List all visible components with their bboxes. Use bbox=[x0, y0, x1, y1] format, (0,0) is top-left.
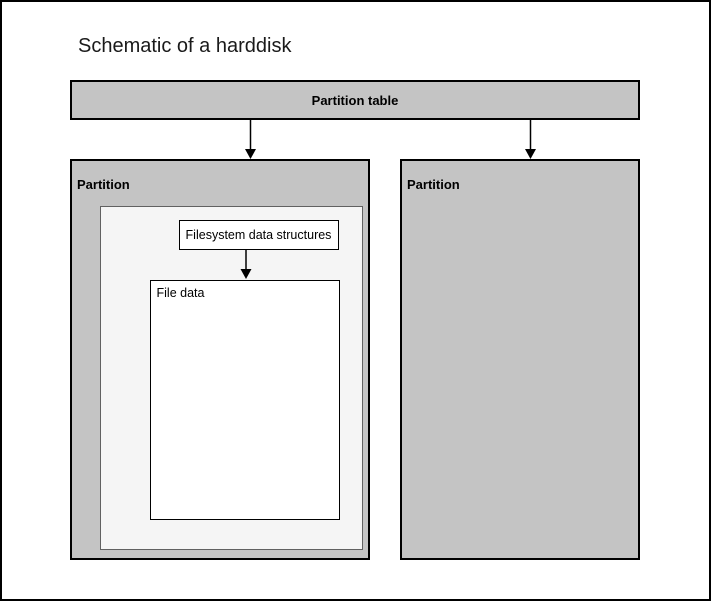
partition-1-label: Partition bbox=[77, 177, 130, 192]
diagram-title: Schematic of a harddisk bbox=[78, 35, 292, 57]
arrow-partition-table-to-partition-1 bbox=[245, 120, 256, 159]
filesystem-data-structures-box: Filesystem data structures bbox=[178, 219, 339, 250]
partition-table-box: Partition table bbox=[70, 80, 640, 120]
partition-2-label: Partition bbox=[407, 177, 460, 192]
partition-box-2: Partition bbox=[400, 159, 640, 560]
filesystem-area: Filesystem data structures File data bbox=[100, 206, 363, 550]
file-data-label: File data bbox=[156, 285, 205, 300]
filesystem-data-structures-label: Filesystem data structures bbox=[185, 227, 332, 242]
arrow-partition-table-to-partition-2 bbox=[525, 120, 536, 159]
partition-table-label: Partition table bbox=[311, 92, 399, 108]
partition-box-1: Partition Filesystem data structures Fil… bbox=[70, 159, 370, 560]
file-data-box: File data bbox=[149, 279, 340, 520]
